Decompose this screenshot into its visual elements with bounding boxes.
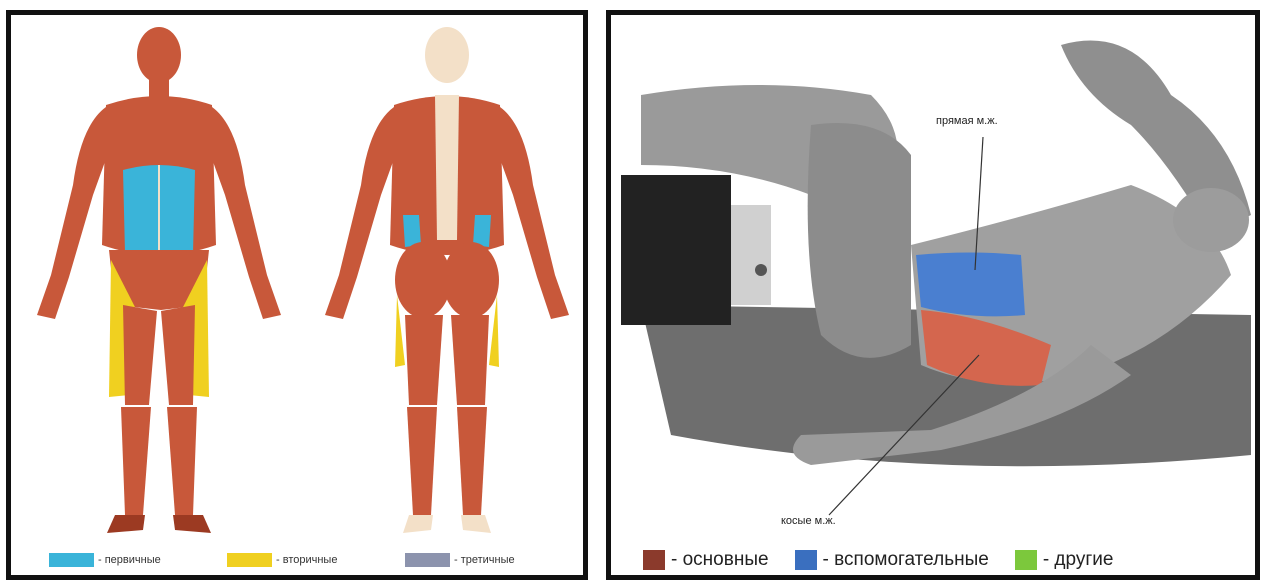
legend-swatch-main: [643, 550, 665, 570]
legend-label-auxiliary: - вспомогательные: [823, 549, 989, 571]
bench: [621, 175, 731, 325]
legend-tertiary: - третичные: [405, 553, 583, 567]
legend-auxiliary: - вспомогательные: [795, 549, 989, 571]
legend-other: - другие: [1015, 549, 1114, 571]
legend-swatch-other: [1015, 550, 1037, 570]
back-figure: [325, 27, 569, 533]
legend-primary: - первичные: [49, 553, 227, 567]
head: [1173, 188, 1249, 252]
rectus-abdominis: [916, 253, 1025, 317]
legend-label-secondary: - вторичные: [276, 554, 337, 566]
legend-label-primary: - первичные: [98, 554, 161, 566]
legend-swatch-primary: [49, 553, 94, 567]
legend-secondary: - вторичные: [227, 553, 405, 567]
legend-label-main: - основные: [671, 549, 769, 571]
anatomy-panel: - первичные - вторичные - третичные: [6, 10, 588, 580]
exercise-illustration: [611, 15, 1255, 545]
label-rectus: прямая м.ж.: [936, 115, 998, 127]
exercise-panel: прямая м.ж. косые м.ж. - основные - вспо…: [606, 10, 1260, 580]
legend-label-tertiary: - третичные: [454, 554, 515, 566]
front-figure: [37, 27, 281, 533]
legend-swatch-auxiliary: [795, 550, 817, 570]
thigh: [808, 123, 911, 358]
legend-label-other: - другие: [1043, 549, 1114, 571]
legend-swatch-tertiary: [405, 553, 450, 567]
legend-swatch-secondary: [227, 553, 272, 567]
legend-main: - основные: [643, 549, 769, 571]
label-obliques: косые м.ж.: [781, 515, 836, 527]
left-legend: - первичные - вторичные - третичные: [11, 545, 583, 575]
right-legend: - основные - вспомогательные - другие: [611, 545, 1255, 575]
anatomy-figures: [11, 15, 583, 545]
